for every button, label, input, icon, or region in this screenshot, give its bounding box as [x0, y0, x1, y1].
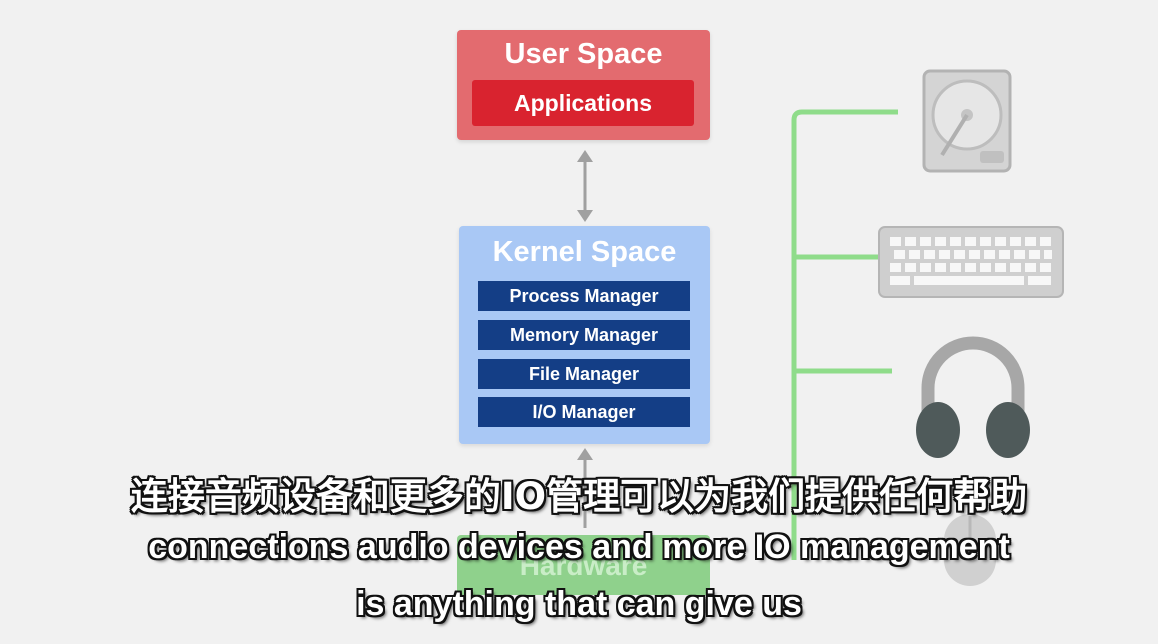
kernel-hardware-arrow [577, 448, 593, 528]
io-manager-box: I/O Manager [478, 397, 690, 427]
applications-box: Applications [472, 80, 694, 126]
device-connector-lines [791, 109, 898, 560]
file-manager-box: File Manager [478, 359, 690, 389]
headphones-icon [916, 336, 1030, 458]
user-space-title: User Space [504, 38, 663, 70]
user-space-box: User Space Applications [457, 30, 710, 140]
process-manager-box: Process Manager [478, 281, 690, 311]
memory-manager-box: Memory Manager [478, 320, 690, 350]
subtitle-english-line-1: connections audio devices and more IO ma… [148, 528, 1010, 566]
user-kernel-arrow [577, 150, 593, 222]
subtitle-chinese: 连接音频设备和更多的IO管理可以为我们提供任何帮助 [130, 475, 1028, 518]
hardware-box: Hardware [457, 535, 710, 595]
kernel-space-box: Kernel Space Process Manager Memory Mana… [459, 226, 710, 444]
mouse-icon [944, 514, 996, 586]
hard-drive-icon [922, 69, 1012, 173]
subtitle-english-line-2: is anything that can give us [356, 585, 802, 623]
keyboard-icon [878, 226, 1064, 298]
kernel-space-title: Kernel Space [492, 236, 677, 268]
